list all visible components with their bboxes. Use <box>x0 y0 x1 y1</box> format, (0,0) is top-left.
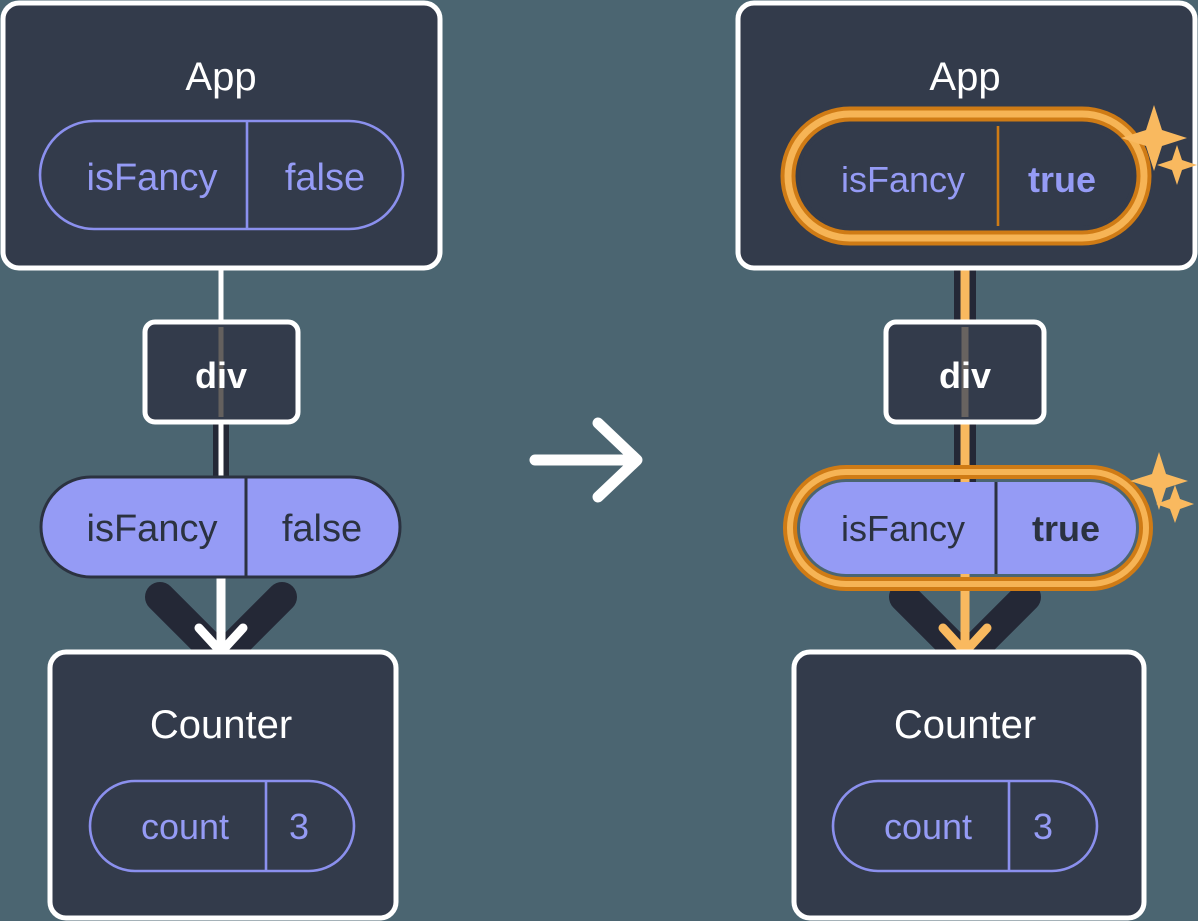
prop-pill-after-highlighted[interactable]: isFancy true <box>783 452 1194 591</box>
pill-key: count <box>141 806 229 847</box>
pill-value: true <box>1032 508 1100 549</box>
div-title: div <box>939 355 991 396</box>
pill-outline <box>831 779 1099 873</box>
pill-value: 3 <box>1033 806 1053 847</box>
sparkle-small-icon <box>1156 485 1194 523</box>
app-state-pill[interactable]: isFancy false <box>38 119 405 231</box>
pill-key: isFancy <box>87 157 218 199</box>
counter-state-pill[interactable]: count 3 <box>831 779 1099 873</box>
counter-title: Counter <box>894 703 1036 747</box>
highlight-ring-inner <box>784 110 1148 242</box>
div-title: div <box>195 355 247 396</box>
pill-value: false <box>282 508 362 550</box>
counter-panel-box <box>47 649 399 921</box>
counter-title: Counter <box>150 703 292 747</box>
arrow-right-icon-head <box>592 417 643 503</box>
pill-key: isFancy <box>87 508 218 550</box>
counter-node-after[interactable]: Counter count 3 <box>791 649 1147 921</box>
sparkles-prop <box>1130 452 1194 523</box>
pill-key: isFancy <box>841 508 965 549</box>
app-title: App <box>929 55 1000 99</box>
counter-state-pill[interactable]: count 3 <box>88 779 356 873</box>
transition-arrow <box>529 417 643 503</box>
app-panel-box <box>0 0 443 271</box>
pill-outline <box>38 119 405 231</box>
pill-value: 3 <box>289 806 309 847</box>
after-group: App isFancy true div <box>735 0 1198 921</box>
counter-node-before[interactable]: Counter count 3 <box>47 649 399 921</box>
pill-value: true <box>1028 159 1096 200</box>
before-group: App isFancy false div <box>0 0 443 921</box>
pill-key: isFancy <box>841 159 965 200</box>
app-node-before[interactable]: App isFancy false <box>0 0 443 271</box>
sparkles-app <box>1121 105 1197 185</box>
pill-outline <box>88 779 356 873</box>
pill-fill <box>800 126 1132 226</box>
app-node-after[interactable]: App isFancy true <box>735 0 1198 271</box>
counter-panel-box <box>791 649 1147 921</box>
pill-value: false <box>285 157 365 199</box>
div-node-after[interactable]: div <box>883 319 1047 425</box>
pill-fill <box>800 482 1136 574</box>
pill-filled <box>39 475 402 579</box>
sparkle-small-icon <box>1157 145 1197 185</box>
div-node-before[interactable]: div <box>142 319 301 425</box>
prop-pill-before[interactable]: isFancy false <box>39 475 402 579</box>
highlight-ring-inner <box>787 469 1149 587</box>
pill-key: count <box>884 806 972 847</box>
app-state-pill-highlighted[interactable]: isFancy true <box>780 106 1152 246</box>
app-title: App <box>185 55 256 99</box>
sparkle-large-icon <box>1121 105 1187 171</box>
sparkle-large-icon <box>1130 452 1188 510</box>
